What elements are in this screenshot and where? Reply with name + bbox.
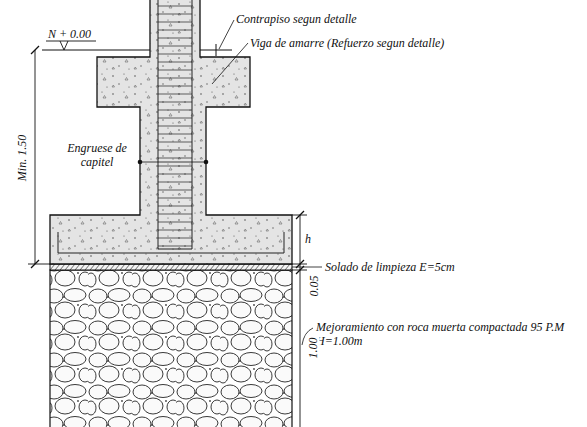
callout-text: Mejoramiento con roca muerta compactada … — [316, 320, 578, 348]
dimension-line — [35, 50, 36, 264]
floor-tick — [216, 44, 217, 56]
dimension-text: Min. 1.50 — [15, 133, 29, 183]
callout-text: Solado de limpieza E=5cm — [325, 260, 455, 274]
dimension-text: h — [305, 232, 311, 246]
callout-text: Viga de amarre (Refuerzo segun detalle) — [250, 36, 444, 50]
rebar-cage — [158, 0, 192, 249]
dimension-tick — [296, 211, 304, 219]
leader-line — [292, 267, 322, 268]
leader-dot — [204, 160, 209, 165]
callout-text: Engruese de capitel — [58, 141, 136, 169]
footing-rebar — [58, 232, 284, 253]
dimension-text: 0.05 — [307, 276, 321, 297]
extension-line — [28, 264, 50, 265]
callout-text: Contrapiso segun detalle — [236, 12, 357, 26]
dimension-tick — [31, 46, 39, 54]
floor-line — [42, 50, 150, 51]
leader-line — [219, 20, 234, 49]
rock-fill — [50, 270, 292, 427]
level-mark: N + 0.00 — [48, 27, 91, 41]
dimension-line — [300, 215, 301, 427]
leader-line — [212, 43, 248, 84]
dimension-text: 1.00 — [306, 336, 320, 361]
leader-dot — [138, 160, 143, 165]
dimension-tick — [31, 260, 39, 268]
lean-concrete — [50, 264, 292, 270]
section-line — [140, 162, 206, 163]
level-marker — [60, 41, 68, 50]
